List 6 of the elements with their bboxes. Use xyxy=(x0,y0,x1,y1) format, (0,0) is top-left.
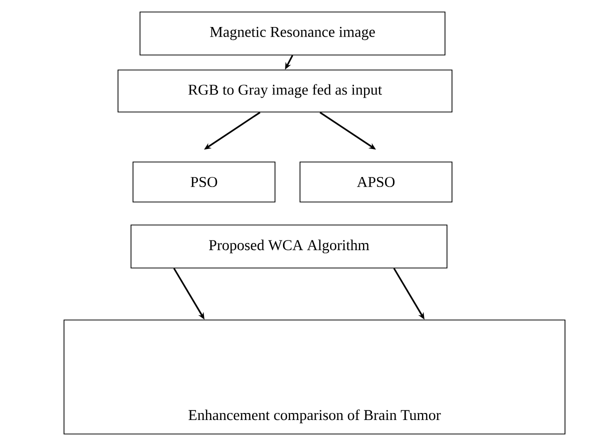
process-box: Enhancement comparison of Brain Tumor xyxy=(64,320,566,434)
process-box: APSO xyxy=(300,162,452,202)
process-box: PSO xyxy=(132,162,276,202)
process-box: Proposed WCA Algorithm xyxy=(130,224,448,268)
process-box: RGB to Gray image fed as input xyxy=(118,70,452,112)
process-box: Magnetic Resonance image xyxy=(140,12,446,56)
